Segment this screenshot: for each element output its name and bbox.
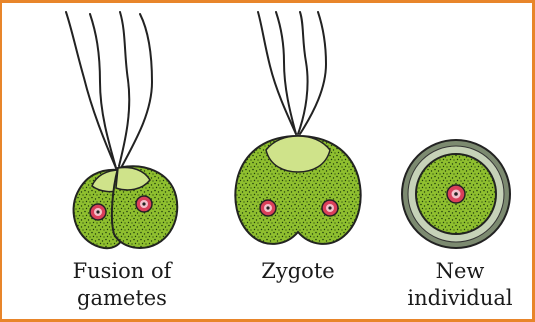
label-line: New	[400, 258, 520, 285]
nucleus-icon	[90, 204, 106, 220]
label-fusion-of-gametes: Fusion of gametes	[52, 258, 192, 312]
label-line: Fusion of	[52, 258, 192, 285]
nucleus-icon	[322, 200, 338, 216]
zygote-flagella	[258, 12, 326, 134]
gamete-flagella	[66, 12, 152, 168]
label-new-individual: New individual	[400, 258, 520, 312]
nucleus-icon	[260, 200, 276, 216]
label-line: Zygote	[236, 258, 360, 285]
label-line: gametes	[52, 285, 192, 312]
right-gamete	[112, 166, 177, 248]
label-line: individual	[400, 285, 520, 312]
zygote-figure	[235, 12, 360, 244]
new-individual-figure	[402, 140, 510, 248]
nucleus-icon	[136, 196, 152, 212]
nucleus-icon	[447, 185, 465, 203]
label-zygote: Zygote	[236, 258, 360, 285]
fusion-of-gametes-figure	[66, 12, 177, 248]
